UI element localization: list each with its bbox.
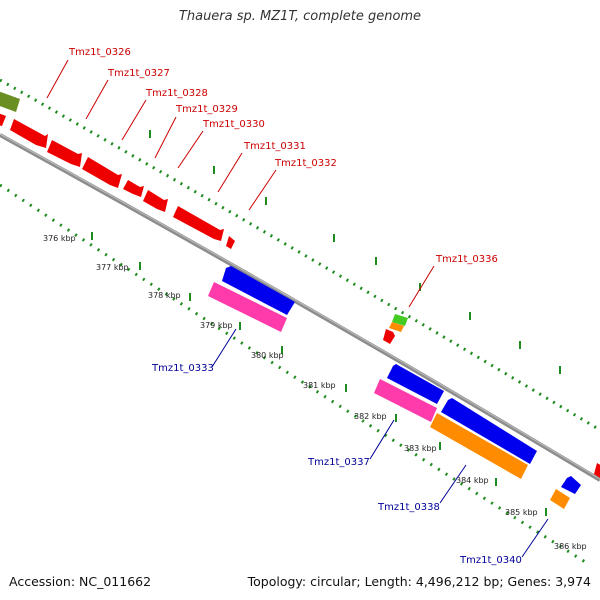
orange-feature[interactable] [550,489,570,509]
cds-arrow[interactable] [0,113,6,126]
cds-arrow[interactable] [173,206,224,241]
kbp-label: 384 kbp [456,476,489,485]
gene-label-tmz1t-0337[interactable]: Tmz1t_0337 [307,457,370,468]
kbp-label: 378 kbp [148,291,181,300]
outer-major-ticks [149,130,561,374]
map-title: Thauera sp. MZ1T, complete genome [178,9,422,24]
cds-arrow[interactable] [387,364,444,404]
cds-arrow[interactable] [123,180,144,197]
pink-feature[interactable] [208,282,287,332]
gene-label-tmz1t-0333[interactable]: Tmz1t_0333 [151,363,214,374]
cds-arrow[interactable] [10,119,48,148]
kbp-label: 385 kbp [505,508,538,517]
cds-arrow[interactable] [222,266,295,315]
kbp-label: 379 kbp [200,321,233,330]
reverse-callouts [211,328,549,558]
kbp-label: 382 kbp [354,412,387,421]
cds-arrow[interactable] [47,140,82,167]
cds-arrow[interactable] [383,329,395,344]
cds-arrow[interactable] [594,463,600,478]
cds-arrow[interactable] [82,157,122,188]
gene-label-tmz1t-0326[interactable]: Tmz1t_0326 [68,47,131,58]
reverse-gene-labels: Tmz1t_0333 Tmz1t_0337 Tmz1t_0338 Tmz1t_0… [151,363,522,566]
gene-label-tmz1t-0336[interactable]: Tmz1t_0336 [435,254,498,265]
gene-label-tmz1t-0330[interactable]: Tmz1t_0330 [202,119,265,130]
kbp-labels: 376 kbp 377 kbp 378 kbp 379 kbp 380 kbp … [43,234,587,551]
genome-summary-text: Topology: circular; Length: 4,496,212 bp… [247,574,591,589]
kbp-label: 383 kbp [404,444,437,453]
reverse-cds-track [222,266,581,494]
gene-label-tmz1t-0327[interactable]: Tmz1t_0327 [107,68,170,79]
gene-label-tmz1t-0331[interactable]: Tmz1t_0331 [243,141,306,152]
forward-gene-labels: Tmz1t_0326 Tmz1t_0327 Tmz1t_0328 Tmz1t_0… [68,47,498,265]
gene-label-tmz1t-0328[interactable]: Tmz1t_0328 [145,88,208,99]
accession-text: Accession: NC_011662 [9,574,152,589]
olive-feature[interactable] [0,91,20,112]
gene-label-tmz1t-0340[interactable]: Tmz1t_0340 [459,555,522,566]
gene-label-tmz1t-0338[interactable]: Tmz1t_0338 [377,502,440,513]
inner-major-ticks [91,232,547,516]
cds-arrow[interactable] [143,190,168,212]
cds-arrow[interactable] [561,476,581,494]
pink-feature[interactable] [374,379,437,422]
orange-feature[interactable] [389,322,404,332]
kbp-label: 381 kbp [303,381,336,390]
cds-arrow[interactable] [226,236,235,249]
forward-cds-track [0,113,600,478]
kbp-label: 386 kbp [554,542,587,551]
genome-backbone [0,133,600,482]
kbp-label: 376 kbp [43,234,76,243]
cds-arrow[interactable] [441,398,537,464]
gene-label-tmz1t-0332[interactable]: Tmz1t_0332 [274,158,337,169]
kbp-label: 377 kbp [96,263,129,272]
orange-feature[interactable] [430,413,528,479]
inner-tick-track [0,183,591,567]
green-feature[interactable] [392,314,408,326]
gene-label-tmz1t-0329[interactable]: Tmz1t_0329 [175,104,238,115]
outer-tick-track [0,78,600,432]
kbp-label: 380 kbp [251,351,284,360]
forward-callouts [46,59,435,308]
